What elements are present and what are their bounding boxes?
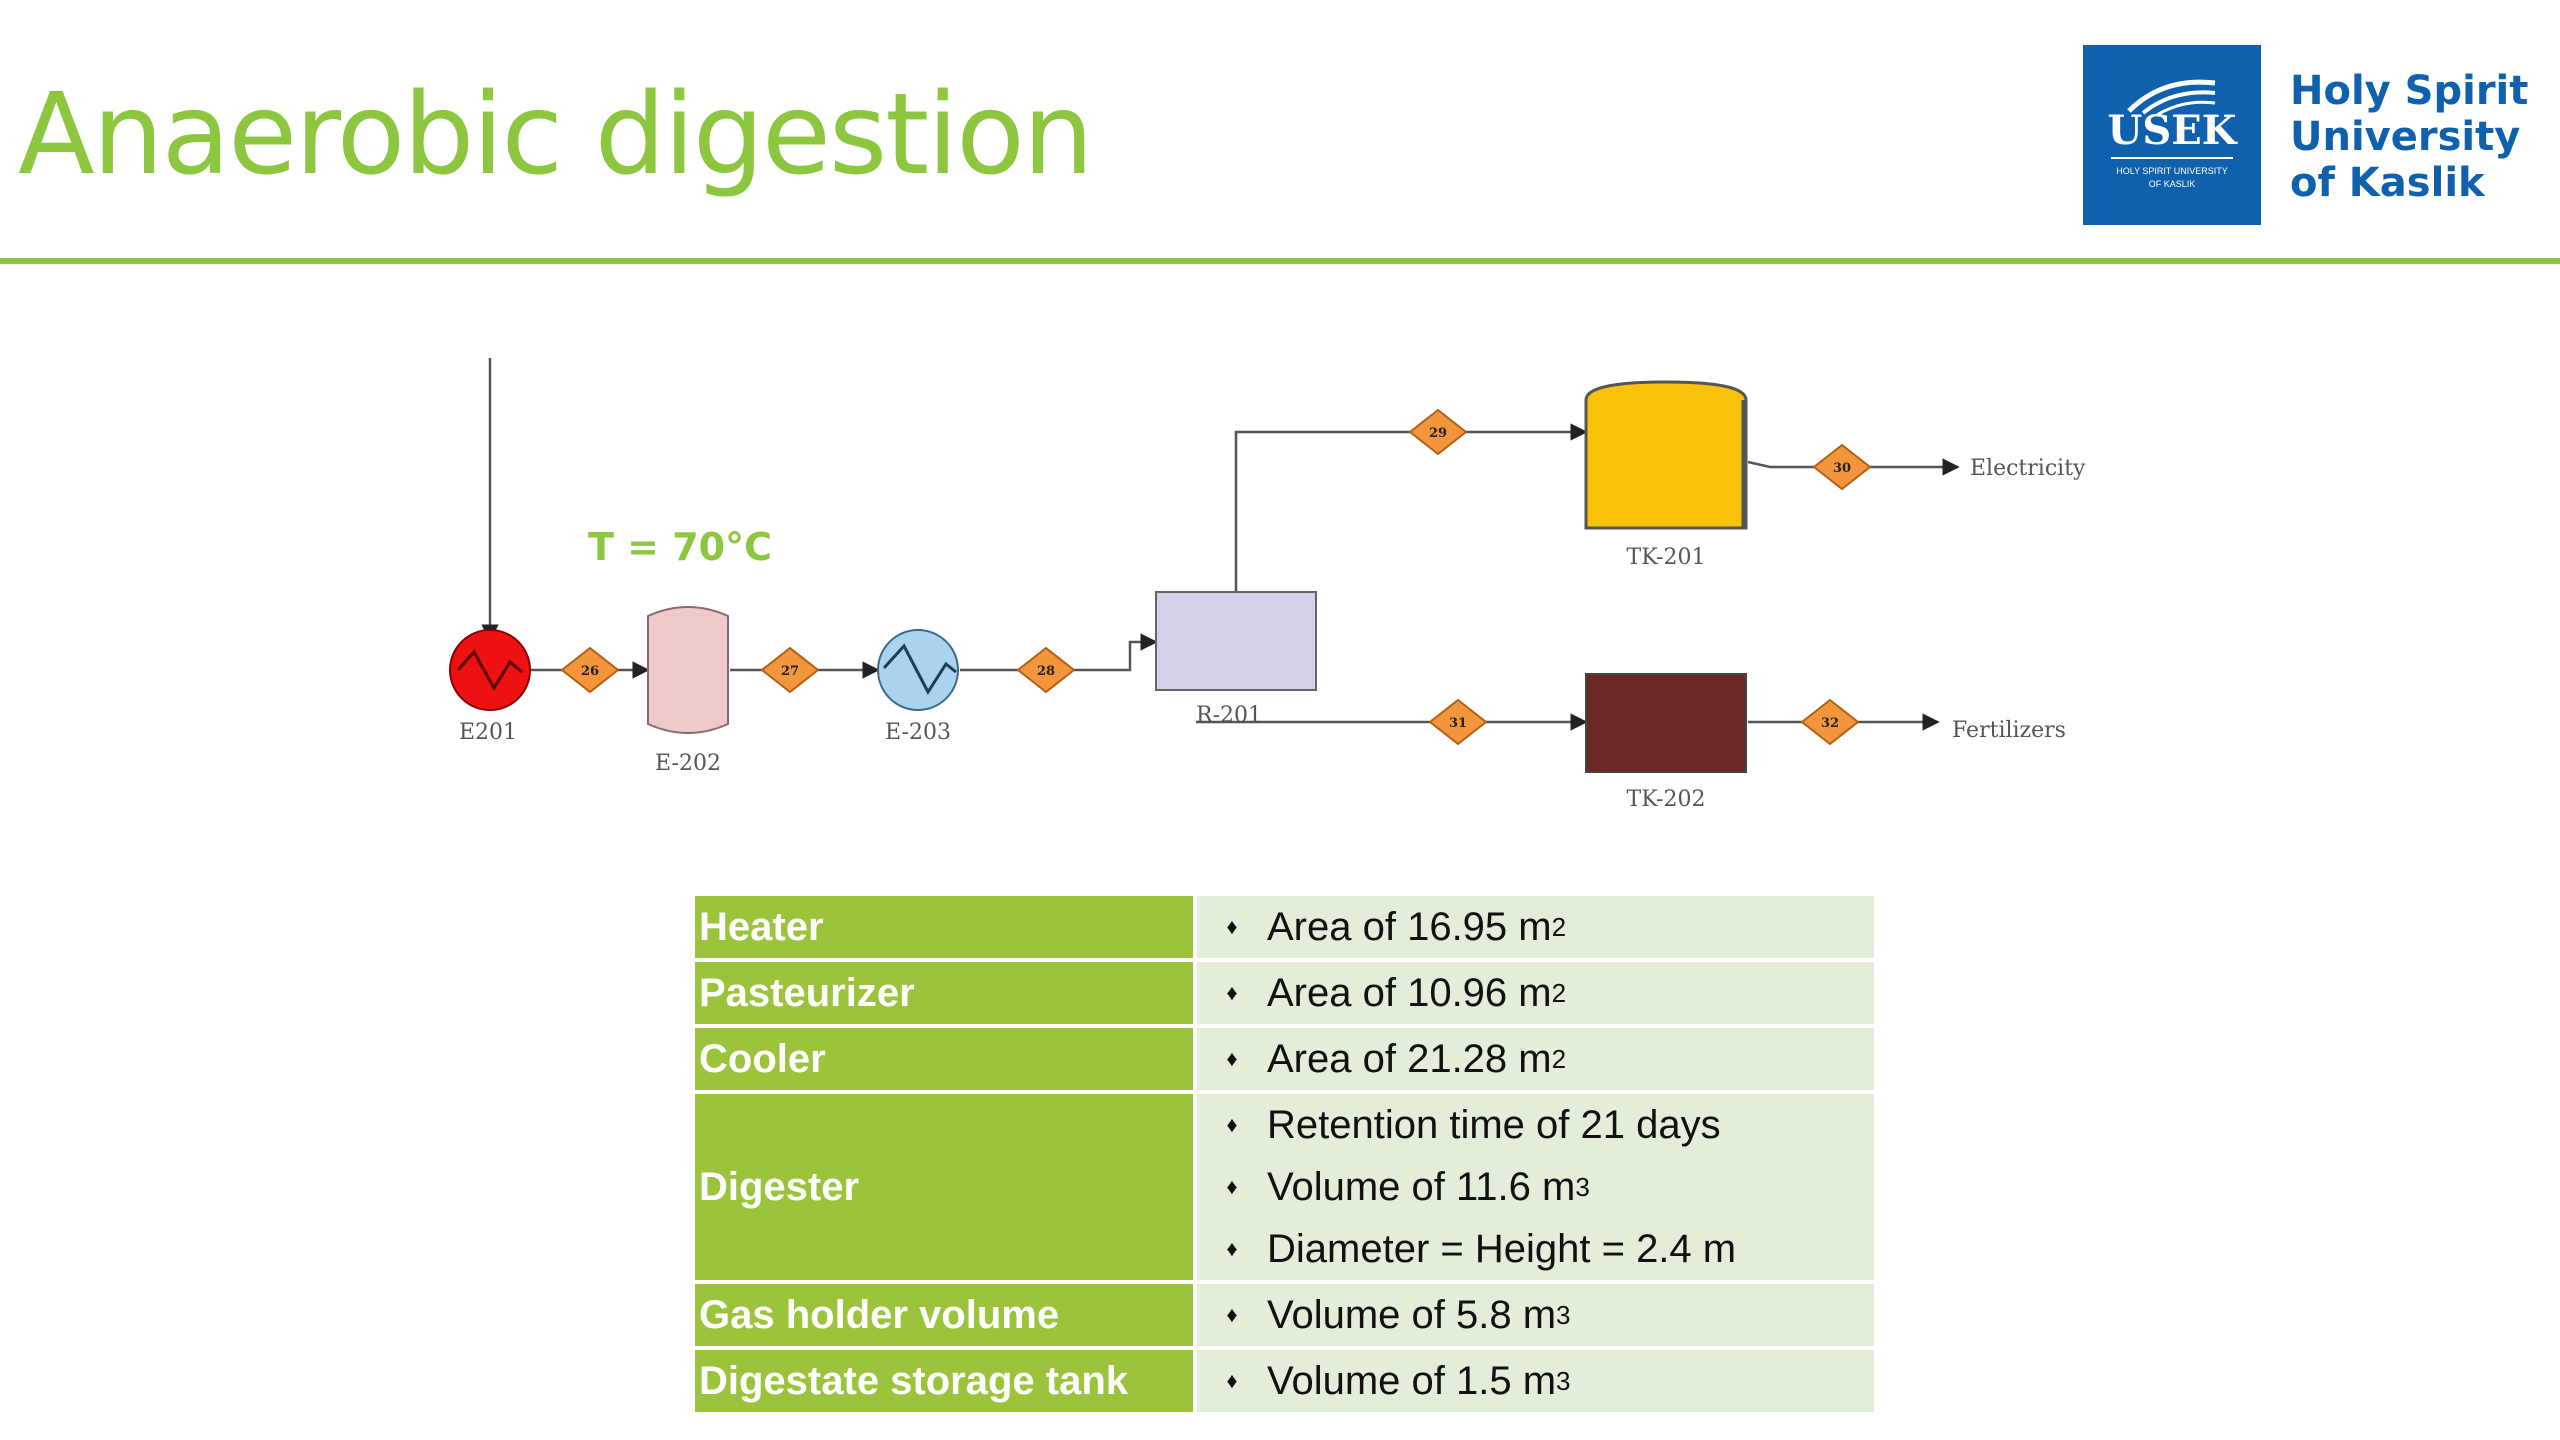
spec-item: ♦ Diameter = Height = 2.4 m [1197, 1218, 1874, 1280]
university-name-line2: University [2290, 114, 2521, 160]
logo-subtitle: HOLY SPIRIT UNIVERSITY OF KASLIK [2083, 165, 2261, 191]
label-e203: E-203 [885, 720, 951, 745]
spec-text: Volume of 5.8 m [1267, 1292, 1557, 1337]
university-logo: USEK HOLY SPIRIT UNIVERSITY OF KASLIK [2083, 45, 2261, 225]
stream-marker-31: 31 [1428, 698, 1488, 746]
logo-abbreviation: USEK [2107, 107, 2237, 154]
stream-label-27: 27 [781, 664, 799, 679]
university-name-line1: Holy Spirit [2290, 68, 2529, 114]
spec-text: Area of 21.28 m [1267, 1036, 1552, 1081]
temperature-label: T = 70°C [588, 525, 772, 569]
output-fertilizers: Fertilizers [1952, 718, 2066, 743]
bullet-icon: ♦ [1226, 1368, 1238, 1393]
stream-label-30: 30 [1833, 461, 1851, 476]
spec-text: Retention time of 21 days [1267, 1102, 1721, 1147]
label-tk201: TK-201 [1627, 545, 1706, 570]
equipment-specs: ♦ Retention time of 21 days ♦ Volume of 11.… [1197, 1094, 1874, 1280]
equipment-name: Pasteurizer [695, 962, 1193, 1024]
stream-label-26: 26 [581, 664, 599, 679]
cooler-e203 [877, 629, 959, 711]
stream-label-31: 31 [1449, 716, 1467, 731]
bullet-icon: ♦ [1226, 914, 1238, 939]
wing-icon [2127, 79, 2216, 115]
university-name: Holy Spirit University of Kaslik [2290, 68, 2528, 206]
stream-marker-29: 29 [1408, 408, 1468, 456]
digester-r201 [1155, 591, 1317, 691]
slide-title: Anaerobic digestion [18, 70, 1094, 200]
logo-underline [2111, 157, 2233, 159]
output-electricity: Electricity [1970, 456, 2086, 481]
table-row: Digester ♦ Retention time of 21 days ♦ Volum… [695, 1094, 1874, 1280]
bullet-icon: ♦ [1226, 1236, 1238, 1261]
bullet-icon: ♦ [1226, 1046, 1238, 1071]
stream-marker-27: 27 [760, 646, 820, 694]
label-tk202: TK-202 [1627, 787, 1706, 812]
equipment-name: Gas holder volume [695, 1284, 1193, 1346]
stream-marker-28: 28 [1016, 646, 1076, 694]
stream-line-30 [1747, 458, 1960, 476]
label-r201: R-201 [1196, 703, 1262, 728]
spec-text: Area of 16.95 m [1267, 904, 1552, 949]
label-e201: E201 [459, 720, 517, 745]
cell-separator [1193, 962, 1197, 1024]
cell-separator [1193, 1028, 1197, 1090]
spec-item: ♦ Retention time of 21 days [1197, 1094, 1874, 1156]
spec-text: Area of 10.96 m [1267, 970, 1552, 1015]
bullet-icon: ♦ [1226, 1302, 1238, 1327]
spec-text: Volume of 11.6 m [1267, 1164, 1576, 1209]
logo-subtitle-line1: HOLY SPIRIT UNIVERSITY [2116, 166, 2228, 176]
cell-separator [1193, 896, 1197, 958]
stream-marker-32: 32 [1800, 698, 1860, 746]
equipment-name: Digester [695, 1094, 1193, 1280]
university-name-line3: of Kaslik [2290, 160, 2485, 206]
bullet-icon: ♦ [1226, 1174, 1238, 1199]
stream-label-32: 32 [1821, 716, 1839, 731]
heater-e201 [449, 629, 531, 711]
cell-separator [1193, 1350, 1197, 1412]
stream-line-29 [1234, 423, 1588, 592]
equipment-name: Heater [695, 896, 1193, 958]
logo-subtitle-line2: OF KASLIK [2148, 179, 2196, 189]
gas-holder-tk201 [1584, 380, 1748, 530]
equipment-name: Cooler [695, 1028, 1193, 1090]
title-divider [0, 258, 2560, 264]
stream-label-29: 29 [1429, 426, 1447, 441]
stream-marker-26: 26 [560, 646, 620, 694]
spec-text: Volume of 1.5 m [1267, 1358, 1557, 1403]
cell-separator [1193, 1284, 1197, 1346]
stream-label-28: 28 [1037, 664, 1055, 679]
spec-text: Diameter = Height = 2.4 m [1267, 1226, 1737, 1271]
pasteurizer-e202 [647, 606, 729, 734]
label-e202: E-202 [655, 751, 721, 776]
bullet-icon: ♦ [1226, 1112, 1238, 1137]
bullet-icon: ♦ [1226, 980, 1238, 1005]
cell-separator [1193, 1094, 1197, 1280]
digestate-tank-tk202 [1585, 673, 1747, 773]
stream-marker-30: 30 [1812, 443, 1872, 491]
equipment-name: Digestate storage tank [695, 1350, 1193, 1412]
